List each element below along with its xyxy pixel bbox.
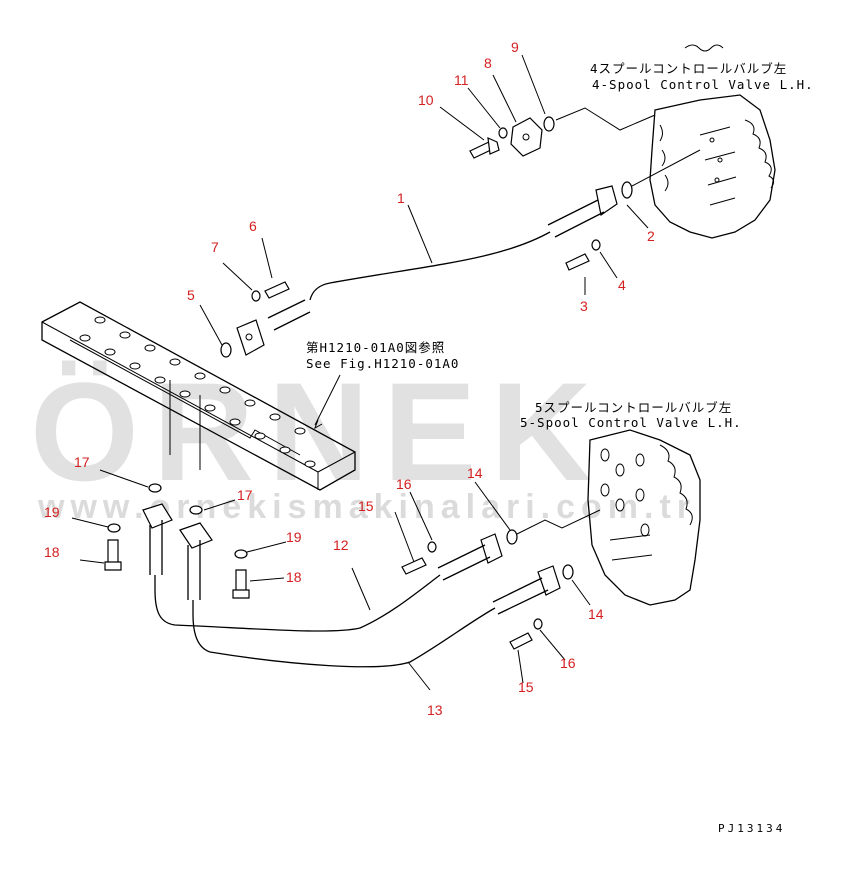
- o-ring-14a: [506, 529, 518, 545]
- part-label-6: 6: [249, 218, 257, 234]
- part-label-8: 8: [484, 55, 492, 71]
- part-label-4: 4: [618, 277, 626, 293]
- washer-4: [591, 239, 601, 251]
- washer-7: [251, 290, 261, 302]
- o-ring-2: [621, 181, 633, 199]
- part-label-7: 7: [211, 239, 219, 255]
- part-label-3: 3: [580, 298, 588, 314]
- part-label-12: 12: [333, 537, 349, 553]
- part-label-15b: 15: [518, 679, 534, 695]
- valve5-jp-label: 5スプールコントロールバルブ左: [535, 400, 732, 415]
- hose-1: [236, 185, 618, 356]
- part-label-10: 10: [418, 92, 434, 108]
- part-label-18b: 18: [286, 569, 302, 585]
- bolt-15b: [509, 632, 533, 650]
- valve-4-spool: [649, 44, 776, 239]
- part-label-14a: 14: [467, 465, 483, 481]
- washer-11: [498, 127, 508, 139]
- bolt-15a: [401, 557, 427, 575]
- bolt-6: [264, 281, 290, 299]
- part-label-16a: 16: [396, 476, 412, 492]
- o-ring-5: [220, 342, 232, 358]
- part-label-11: 11: [454, 72, 469, 88]
- part-label-16b: 16: [560, 655, 576, 671]
- bolt-18a: [107, 539, 119, 565]
- o-ring-9: [543, 116, 555, 132]
- washer-16a: [427, 541, 437, 553]
- o-ring-17b: [189, 505, 203, 515]
- part-label-17b: 17: [237, 487, 253, 503]
- see-fig-en-label: See Fig.H1210-01A0: [306, 356, 459, 371]
- washer-16b: [533, 618, 543, 630]
- part-label-18a: 18: [44, 544, 60, 560]
- part-label-13: 13: [427, 702, 443, 718]
- hose-12: [142, 503, 503, 632]
- flange-cap-8: [510, 117, 543, 157]
- bolt-18b: [235, 569, 247, 593]
- drawing-code: PJ13134: [718, 822, 785, 835]
- valve5-en-label: 5-Spool Control Valve L.H.: [520, 415, 742, 430]
- leader-lines: [71, 54, 649, 691]
- part-label-19a: 19: [44, 504, 60, 520]
- part-label-9: 9: [511, 39, 519, 55]
- part-label-1: 1: [397, 190, 405, 206]
- o-ring-14b: [562, 564, 574, 580]
- leader-see-fig: [314, 374, 341, 426]
- part-label-2: 2: [647, 228, 655, 244]
- part-label-14b: 14: [588, 606, 604, 622]
- valve4-jp-label: 4スプールコントロールバルブ左: [590, 61, 787, 76]
- o-ring-17a: [148, 483, 162, 493]
- valve4-en-label: 4-Spool Control Valve L.H.: [592, 77, 814, 92]
- see-fig-jp-label: 第H1210-01A0図参照: [306, 340, 445, 355]
- washer-19a: [107, 523, 121, 533]
- frame-beam: [41, 301, 356, 491]
- part-number-labels: 1 2 3 4 5 6 7 8 9 10 11 12 13 14 14 15 1…: [44, 39, 655, 718]
- watermark-brand: ÖRNEK: [30, 353, 606, 510]
- washer-19b: [234, 549, 248, 559]
- part-label-19b: 19: [286, 529, 302, 545]
- part-label-5: 5: [187, 287, 195, 303]
- valve-5-spool: [587, 429, 701, 606]
- bolt-3: [565, 253, 590, 271]
- watermark-url: www.ornekismakinalari.com.tr: [37, 488, 696, 526]
- part-label-17a: 17: [74, 454, 90, 470]
- part-label-15a: 15: [358, 498, 374, 514]
- hose-13: [179, 522, 561, 668]
